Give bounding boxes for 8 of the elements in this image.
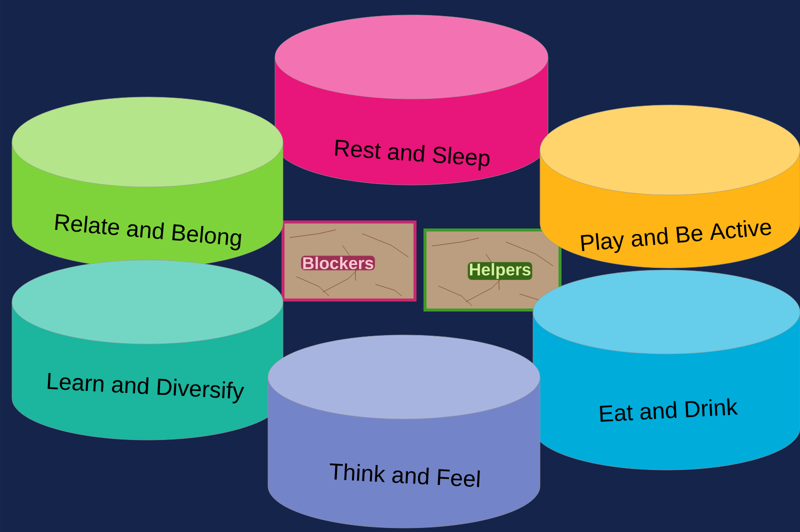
crumpled-paper-box: Blockers (282, 220, 416, 302)
cylinder: Eat and Drink (532, 270, 800, 470)
cylinder: Learn and Diversify (12, 260, 284, 440)
cylinder: Play and Be Active (540, 104, 800, 268)
cylinder: Rest and Sleep (274, 14, 548, 186)
cylinder: Think and Feel (268, 334, 540, 528)
cylinder: Relate and Belong (12, 96, 284, 268)
crumpled-paper-box: Helpers (424, 228, 562, 312)
